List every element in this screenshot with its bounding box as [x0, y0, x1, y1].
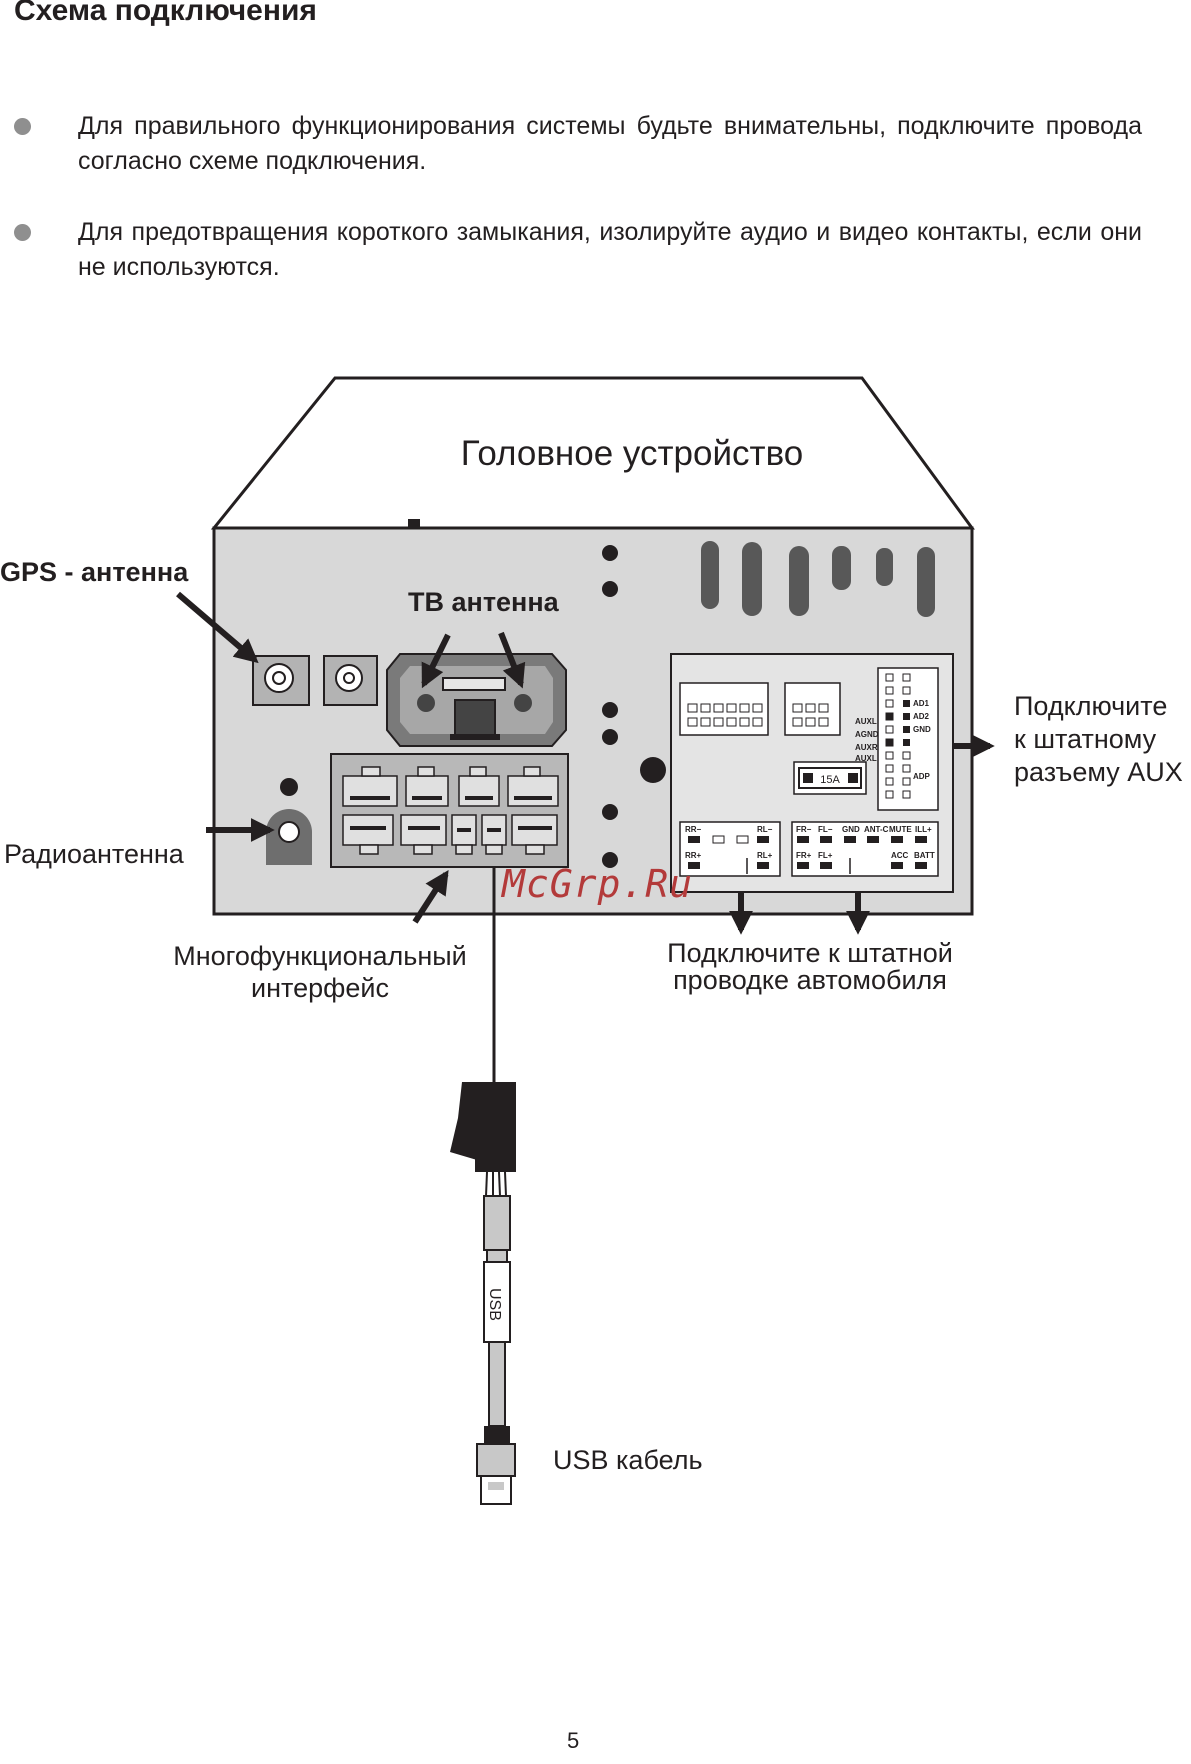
usb-cable: USB: [450, 866, 516, 1505]
usb-cable-label: USB кабель: [553, 1445, 703, 1475]
pin-label-rl-plus: RL+: [757, 851, 773, 860]
head-unit-tab: [408, 519, 420, 529]
pin-label-rr-plus: RR+: [685, 851, 702, 860]
radio-antenna-label: Радиоантенна: [4, 839, 184, 869]
pin-label-rr-minus: RR−: [685, 825, 702, 834]
arrow-multi: [412, 869, 449, 924]
pin-label-fl-plus: FL+: [818, 851, 833, 860]
pin-label-agnd: AGND: [855, 730, 879, 739]
pin-label-fr-minus: FR−: [796, 825, 812, 834]
pin-label-ad1: AD1: [913, 699, 930, 708]
pin-label-auxr: AUXR: [855, 743, 878, 752]
pin-label-gnd-iso: GND: [842, 825, 860, 834]
pin-label-batt: BATT: [914, 851, 935, 860]
page-title: Схема подключения: [14, 0, 317, 27]
aux-antenna-socket: [323, 655, 378, 706]
page-number: 5: [567, 1728, 580, 1753]
vent-slots: [701, 541, 935, 617]
head-unit-label: Головное устройство: [461, 434, 803, 473]
pin-label-acc: ACC: [891, 851, 909, 860]
arrow-tv-right: [498, 631, 526, 689]
bullet-dot: [14, 224, 31, 241]
radio-antenna-socket: [266, 778, 312, 865]
pin-label-ant-c: ANT-C: [864, 825, 889, 834]
panel-holes: [602, 545, 666, 868]
pin-label-rl-minus: RL−: [757, 825, 773, 834]
pin-label-gnd: GND: [913, 725, 931, 734]
pin-label-adp: ADP: [913, 772, 931, 781]
pin-label-mute: MUTE: [889, 825, 912, 834]
pin-label-auxl-2: AUXL: [855, 754, 877, 763]
iso-connector-panel: 15A AD1 AD2 GND ADP AUXL AGND AU: [670, 653, 954, 893]
pin-label-fr-plus: FR+: [796, 851, 812, 860]
tv-antenna-label: ТВ антенна: [408, 587, 559, 617]
fuse-label: 15A: [820, 774, 840, 786]
arrow-tv-left: [421, 633, 451, 689]
multifunction-connector-block: [330, 753, 569, 868]
pin-label-auxl: AUXL: [855, 717, 877, 726]
usb-plug-label: USB: [486, 1288, 503, 1321]
instruction-bullet-1: Для правильного функционирования системы…: [78, 112, 1142, 175]
gps-antenna-label: GPS - антенна: [0, 557, 189, 587]
bullet-dot: [14, 118, 31, 135]
tv-antenna-connector: [386, 653, 567, 747]
pin-label-ad2: AD2: [913, 712, 930, 721]
watermark: McGrp.Ru: [502, 862, 694, 906]
pin-label-fl-minus: FL−: [818, 825, 833, 834]
gps-antenna-socket: [252, 655, 310, 706]
instruction-bullet-2: Для предотвращения короткого замыкания, …: [78, 218, 1142, 281]
arrow-gps: [176, 591, 259, 664]
pin-label-ill-plus: ILL+: [915, 825, 932, 834]
